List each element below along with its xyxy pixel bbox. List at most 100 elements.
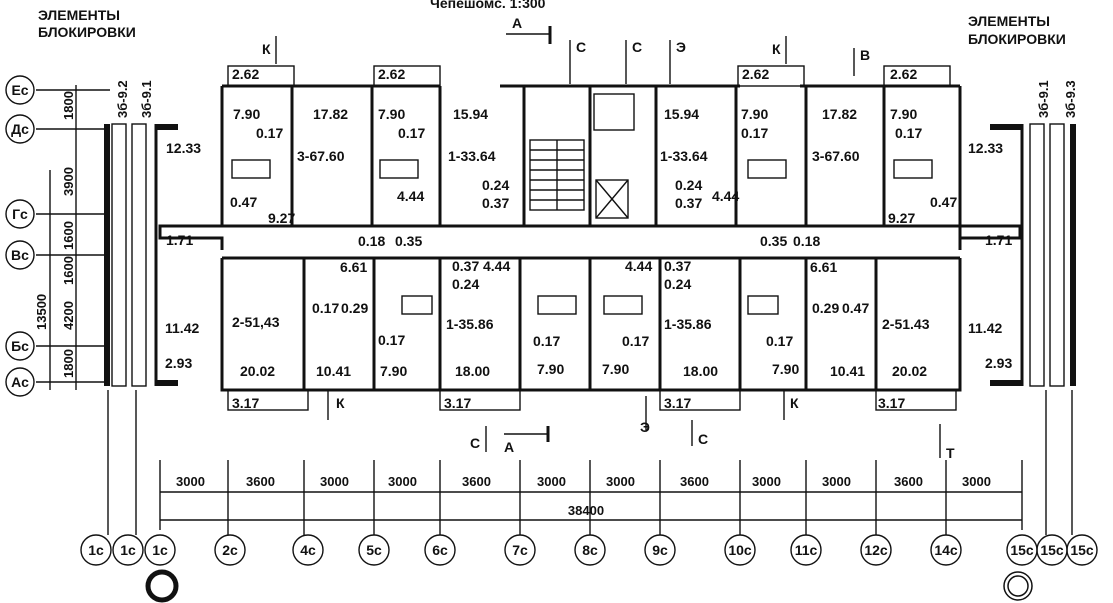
label-l-024: 0.24 — [482, 177, 509, 193]
label-r-1233: 12.33 — [968, 140, 1003, 156]
label-r-029: 0.29 — [812, 300, 839, 316]
row-axis-A: Ас — [11, 374, 29, 390]
section-marks: А С С Э К К В К К С А Э С Т — [262, 15, 955, 461]
label-r-apt3: 1-35.86 — [664, 316, 712, 332]
label-r-927: 9.27 — [888, 210, 915, 226]
column-dimension-chain: 3000 3600 3000 3000 3600 3000 3000 3600 … — [159, 460, 1023, 530]
reference-circle-left — [145, 569, 179, 603]
col-dim-5: 3600 — [462, 474, 491, 489]
label-l-liv1: 17.82 — [313, 106, 348, 122]
row-dim-1: 1800 — [61, 91, 76, 120]
label-r-small1: 0.17 — [741, 125, 768, 141]
label-l-apt3: 2-51,43 — [232, 314, 280, 330]
col-axis-12c: 12с — [864, 542, 888, 558]
row-dimension-chain: 1800 3900 1600 1600 4200 1800 13500 — [34, 85, 77, 390]
row-axis-D: Дс — [11, 121, 29, 137]
label-l-bal1: 2.62 — [232, 66, 259, 82]
label-l-apt2: 1-33.64 — [448, 148, 496, 164]
section-A-bottom: А — [504, 439, 514, 455]
label-l-1233: 12.33 — [166, 140, 201, 156]
row-dim-2: 3900 — [61, 167, 76, 196]
bathroom-fixtures — [231, 159, 933, 315]
label-r-024b: 0.24 — [664, 276, 691, 292]
label-r-apt4: 2-51.43 — [882, 316, 930, 332]
right-title-line1: ЭЛЕМЕНТЫ — [968, 13, 1050, 29]
left-tag-1: 3б-9.2 — [115, 80, 130, 118]
col-axis-6c: 6с — [432, 542, 448, 558]
row-dim-3: 1600 — [61, 221, 76, 250]
row-dim-total: 13500 — [34, 294, 49, 330]
label-l-bath2: 7.90 — [378, 106, 405, 122]
label-l-1594: 15.94 — [453, 106, 488, 122]
label-r-661: 6.61 — [810, 259, 837, 275]
row-axis-G: Гс — [12, 206, 28, 222]
right-title-line2: БЛОКИРОВКИ — [968, 31, 1066, 47]
label-r-apt1: 1-33.64 — [660, 148, 708, 164]
row-axis-markers: Ес Дс Гс Вс Бс Ас — [5, 75, 110, 397]
label-r-1594: 15.94 — [664, 106, 699, 122]
label-l-661: 6.61 — [340, 259, 367, 275]
col-axis-8c: 8с — [582, 542, 598, 558]
col-dim-4: 3000 — [388, 474, 417, 489]
label-r-293: 2.93 — [985, 355, 1012, 371]
col-axis-1c-b: 1с — [120, 542, 136, 558]
label-l-444b: 4.44 — [483, 258, 510, 274]
elevator-shaft — [593, 93, 635, 219]
label-r-035: 0.35 — [760, 233, 787, 249]
left-blocking-element — [104, 123, 178, 387]
mark-t: Т — [946, 445, 955, 461]
col-axis-7c: 7с — [512, 542, 528, 558]
label-l-small2: 0.17 — [398, 125, 425, 141]
label-l-1800: 18.00 — [455, 363, 490, 379]
col-axis-15c-b: 15с — [1040, 542, 1064, 558]
column-axis-markers: 1с 1с 1с 2с 4с 5с 6с 7с 8с 9с 10с 11с 12… — [80, 390, 1098, 566]
scale-caption: Чепешомс. 1:300 — [430, 0, 546, 11]
label-l-035: 0.35 — [395, 233, 422, 249]
label-l-1041: 10.41 — [316, 363, 351, 379]
right-tag-1: 3б-9.1 — [1036, 80, 1051, 118]
mark-k3: К — [336, 395, 345, 411]
col-dim-1: 3000 — [176, 474, 205, 489]
col-axis-10c: 10с — [728, 542, 752, 558]
col-axis-15c-a: 15с — [1010, 542, 1034, 558]
row-axis-E: Ес — [11, 82, 28, 98]
col-dim-7: 3000 — [606, 474, 635, 489]
mark-c4: С — [698, 431, 708, 447]
col-dim-3: 3000 — [320, 474, 349, 489]
label-l-apt4: 1-35.86 — [446, 316, 494, 332]
label-r-bal1: 2.62 — [742, 66, 769, 82]
label-r-bath1: 7.90 — [741, 106, 768, 122]
mark-c1: С — [576, 39, 586, 55]
label-l-037b: 0.37 — [452, 258, 479, 274]
label-l-029: 0.29 — [341, 300, 368, 316]
label-r-047b: 0.47 — [842, 300, 869, 316]
label-l-apt1: 3-67.60 — [297, 148, 345, 164]
balconies — [227, 65, 957, 411]
label-l-2002: 20.02 — [240, 363, 275, 379]
mark-c2: С — [632, 39, 642, 55]
col-dim-8: 3600 — [680, 474, 709, 489]
label-r-171: 1.71 — [985, 232, 1012, 248]
col-axis-15c-c: 15с — [1070, 542, 1094, 558]
left-tag-2: 3б-9.1 — [139, 80, 154, 118]
label-r-small2: 0.17 — [895, 125, 922, 141]
label-l-047: 0.47 — [230, 194, 257, 210]
col-dim-2: 3600 — [246, 474, 275, 489]
label-r-2002: 20.02 — [892, 363, 927, 379]
room-labels: 2.62 7.90 17.82 3-67.60 0.17 12.33 0.47 … — [165, 66, 1012, 411]
overall-dim: 38400 — [568, 503, 604, 518]
mark-c3: С — [470, 435, 480, 451]
col-dim-11: 3600 — [894, 474, 923, 489]
label-r-037b: 0.37 — [664, 258, 691, 274]
col-dim-6: 3000 — [537, 474, 566, 489]
label-r-790b: 7.90 — [602, 361, 629, 377]
col-axis-1c-c: 1с — [152, 542, 168, 558]
label-r-018: 0.18 — [793, 233, 820, 249]
row-axis-B: Бс — [11, 338, 29, 354]
label-r-037: 0.37 — [675, 195, 702, 211]
label-l-444: 4.44 — [397, 188, 424, 204]
label-r-bath2: 7.90 — [890, 106, 917, 122]
label-l-790b: 7.90 — [380, 363, 407, 379]
row-axis-V: Вс — [11, 247, 29, 263]
